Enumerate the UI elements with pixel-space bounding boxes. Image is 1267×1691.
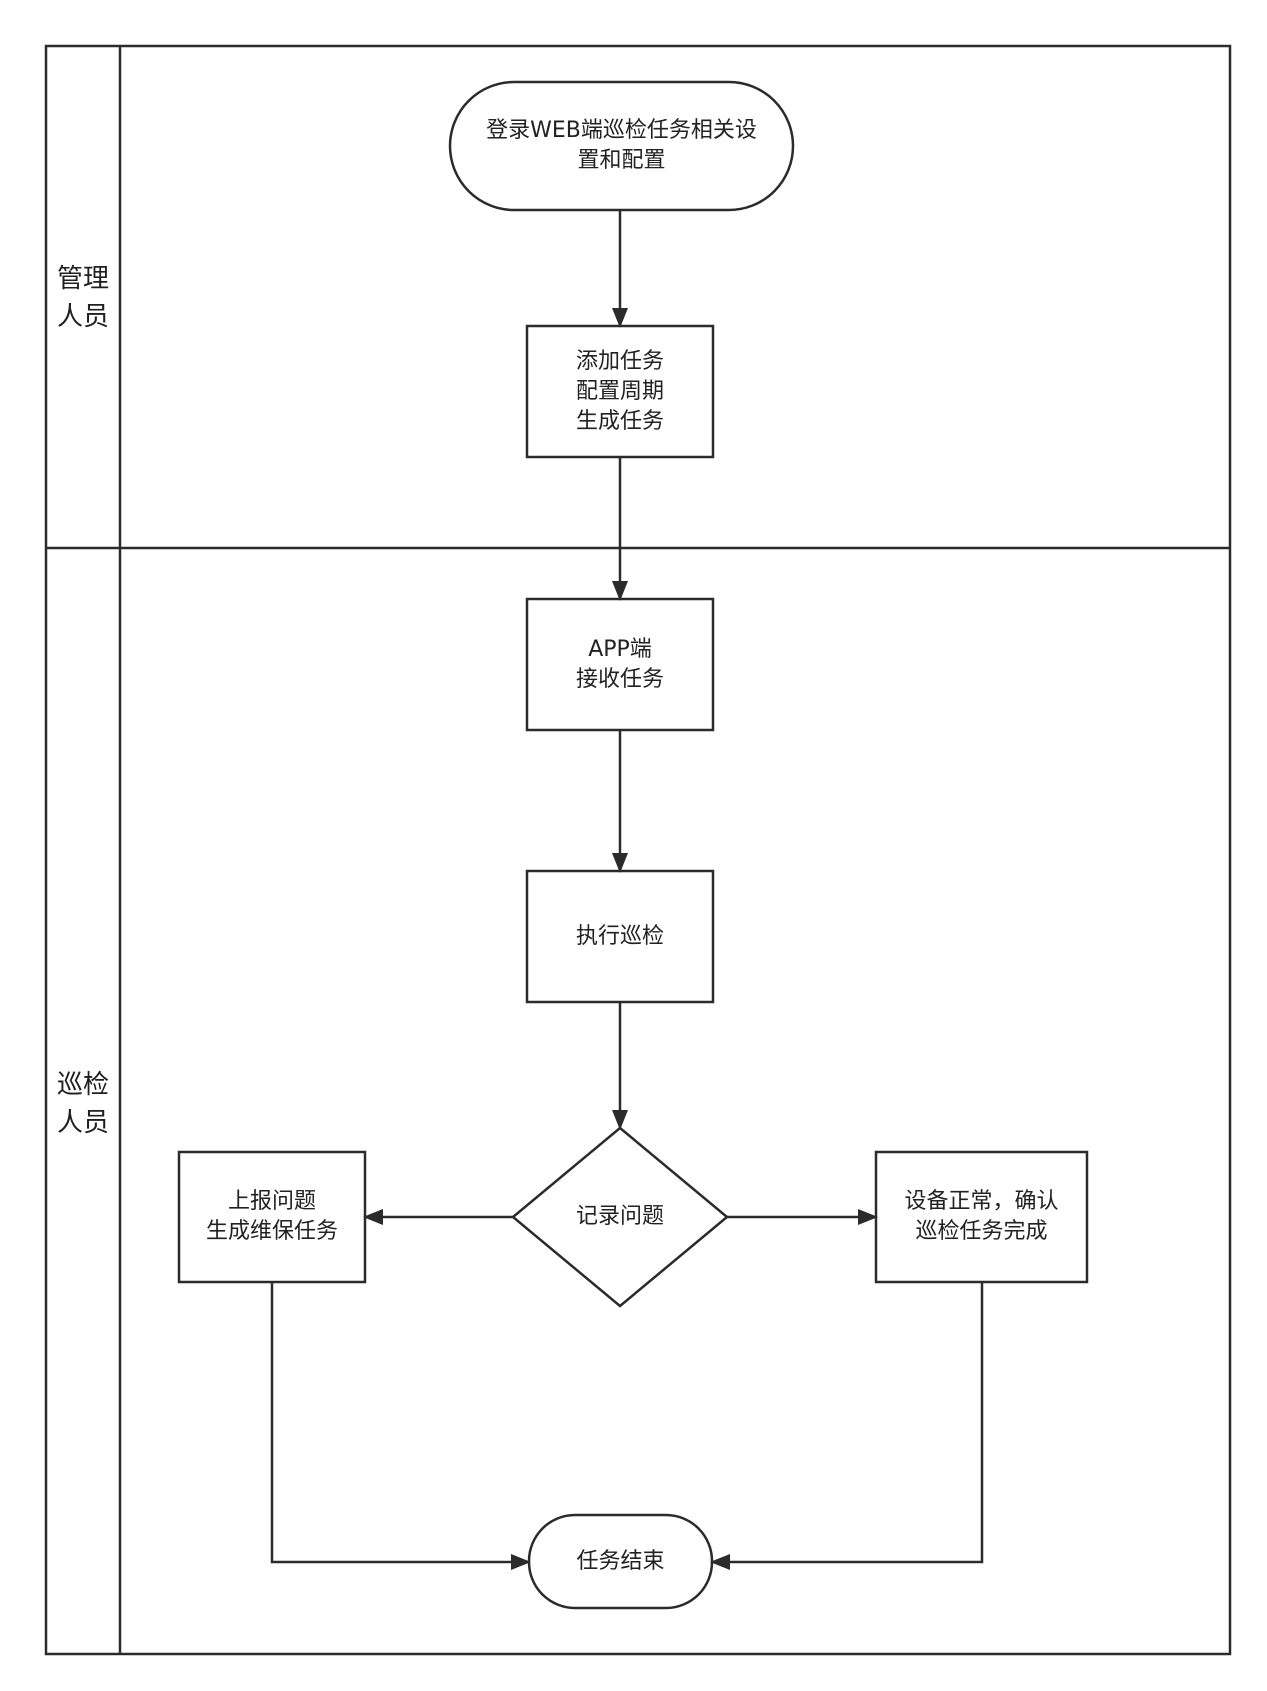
node-confirm-line-2: 巡检任务完成 xyxy=(915,1219,1048,1244)
node-add-task-line-1: 添加任务 xyxy=(575,348,664,374)
node-app-receive-label: APP端 接收任务 xyxy=(527,599,713,730)
swimlane-frame xyxy=(44,44,1232,1656)
node-record-decision-shape xyxy=(511,1126,729,1308)
lane-label-manager: 管理 人员 xyxy=(46,260,120,336)
lane-label-inspector-line-1: 巡检 xyxy=(56,1070,109,1100)
node-execute-label: 执行巡检 xyxy=(527,871,713,1002)
node-app-receive-line-2: 接收任务 xyxy=(575,666,664,692)
node-add-task-shape xyxy=(525,324,715,459)
node-execute-line-1: 执行巡检 xyxy=(575,923,664,949)
node-start-shape xyxy=(448,80,795,212)
node-app-receive-line-1: APP端 xyxy=(588,636,652,662)
node-start-line-1: 登录WEB端巡检任务相关设 xyxy=(486,118,757,143)
node-report-label: 上报问题 生成维保任务 xyxy=(179,1152,365,1282)
arrow-confirm-to-end xyxy=(710,1282,984,1570)
node-confirm-line-1: 设备正常，确认 xyxy=(904,1189,1059,1214)
node-add-task-line-3: 生成任务 xyxy=(575,408,664,434)
node-report-line-1: 上报问题 xyxy=(227,1189,316,1214)
lane-label-inspector-line-2: 人员 xyxy=(56,1108,109,1138)
node-end-line-1: 任务结束 xyxy=(576,1548,665,1574)
node-report-line-2: 生成维保任务 xyxy=(205,1219,338,1244)
node-confirm-shape xyxy=(874,1150,1089,1284)
node-start-label: 登录WEB端巡检任务相关设 置和配置 xyxy=(450,82,793,210)
node-start-line-2: 置和配置 xyxy=(577,148,666,173)
arrow-report-to-end xyxy=(270,1282,531,1570)
lane-label-manager-line-1: 管理 xyxy=(56,264,109,294)
node-report-shape xyxy=(177,1150,367,1284)
node-confirm-label: 设备正常，确认 巡检任务完成 xyxy=(876,1152,1087,1282)
node-record-label: 记录问题 xyxy=(513,1128,727,1306)
node-add-task-label: 添加任务 配置周期 生成任务 xyxy=(527,326,713,457)
lane-label-manager-line-2: 人员 xyxy=(56,302,109,332)
lane-label-inspector: 巡检 人员 xyxy=(46,1066,120,1142)
node-end-label: 任务结束 xyxy=(529,1515,712,1608)
node-add-task-line-2: 配置周期 xyxy=(575,378,664,404)
node-record-line-1: 记录问题 xyxy=(575,1204,664,1229)
